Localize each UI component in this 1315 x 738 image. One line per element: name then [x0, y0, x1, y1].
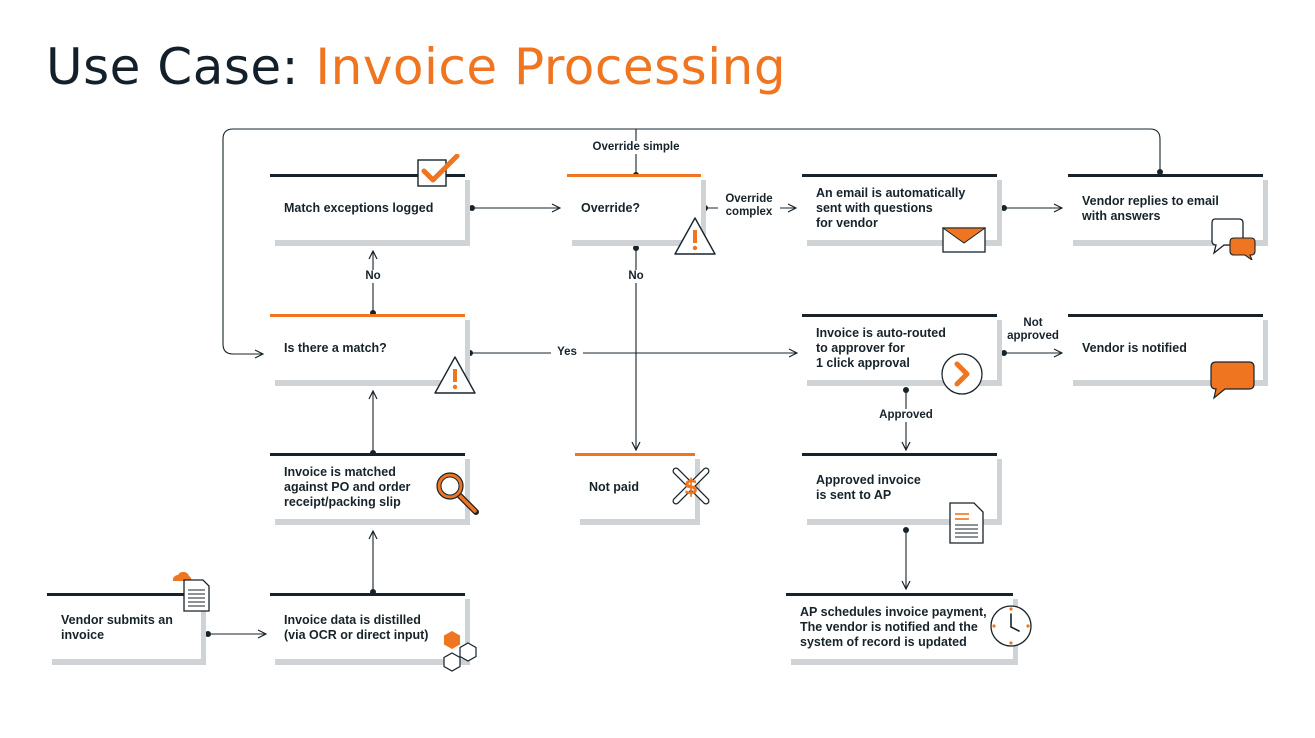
label-approved: Approved — [872, 409, 940, 422]
speech-bubble-icon — [1210, 361, 1255, 400]
node-override: Override? — [567, 174, 701, 240]
node-not-paid: Not paid — [575, 453, 695, 519]
chevron-circle-icon — [941, 353, 983, 395]
node-label: AP schedules invoice payment, The vendor… — [800, 605, 987, 649]
no-dollar-icon: $ — [672, 467, 710, 505]
node-label: Override? — [581, 201, 641, 215]
checkbox-icon — [417, 154, 460, 187]
cloud-document-icon — [172, 571, 210, 612]
node-label: Is there a match? — [284, 341, 387, 355]
svg-text:$: $ — [684, 475, 699, 499]
document-icon — [949, 502, 984, 544]
label-override-simple: Override simple — [586, 141, 686, 154]
hexagons-icon — [443, 631, 477, 672]
label-no-center: No — [622, 270, 650, 283]
node-label: Vendor submits an invoice — [61, 612, 173, 642]
node-label: An email is automatically sent with ques… — [816, 186, 966, 230]
node-data-distilled: Invoice data is distilled (via OCR or di… — [270, 593, 465, 659]
node-label: Match exceptions logged — [284, 201, 434, 215]
node-label: Invoice is matched against PO and order … — [284, 465, 411, 509]
node-label: Invoice is auto-routed to approver for 1… — [816, 326, 946, 370]
warning-icon — [674, 217, 716, 255]
node-ap-schedules: AP schedules invoice payment, The vendor… — [786, 593, 1013, 659]
label-no-left: No — [359, 270, 387, 283]
envelope-icon — [942, 227, 986, 253]
page-title: Use Case: Invoice Processing — [46, 38, 786, 96]
chat-bubbles-icon — [1211, 218, 1256, 260]
edge-replies-loop — [222, 128, 1161, 354]
node-vendor-submits: Vendor submits an invoice — [47, 593, 201, 659]
title-prefix: Use Case: — [46, 38, 316, 96]
node-matched: Invoice is matched against PO and order … — [270, 453, 465, 519]
node-label: Approved invoice is sent to AP — [816, 472, 921, 502]
node-label: Invoice data is distilled (via OCR or di… — [284, 612, 429, 642]
label-override-complex: Override complex — [718, 193, 780, 219]
node-label: Vendor replies to email with answers — [1082, 193, 1219, 223]
magnifier-icon — [436, 472, 479, 515]
label-not-approved: Not approved — [1002, 317, 1064, 343]
warning-icon — [434, 356, 476, 394]
label-yes: Yes — [551, 346, 583, 359]
node-is-match: Is there a match? — [270, 314, 465, 380]
node-label: Not paid — [589, 480, 639, 494]
node-label: Vendor is notified — [1082, 341, 1187, 355]
title-accent: Invoice Processing — [315, 38, 787, 96]
clock-icon — [990, 605, 1032, 647]
